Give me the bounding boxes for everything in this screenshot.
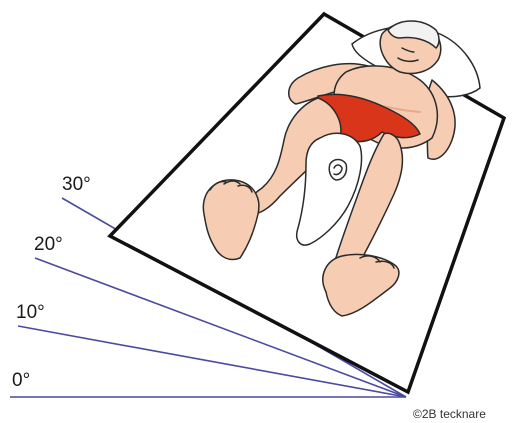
bag-port [329,160,346,181]
angle-label-10: 10° [16,302,45,323]
angle-label-0: 0° [12,370,30,391]
angle-label-30: 30° [62,174,91,195]
angle-label-20: 20° [34,234,63,255]
copyright-text: ©2B tecknare [413,407,486,421]
